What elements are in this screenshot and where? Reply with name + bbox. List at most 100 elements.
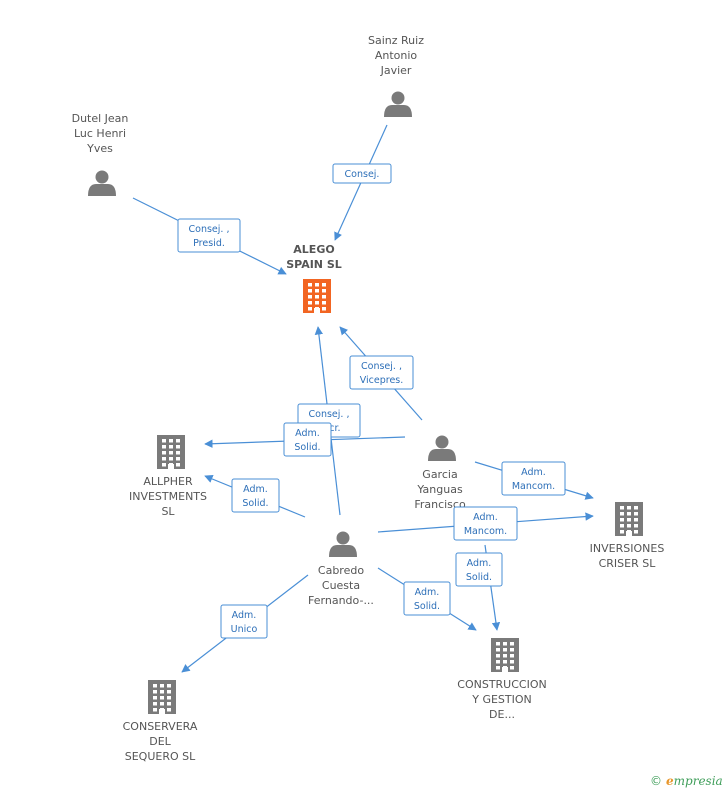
edge-label-box [349,355,414,390]
building-window [510,660,514,664]
node-label: ALLPHER [143,475,193,488]
edge-label-text: Adm. [521,467,546,478]
person-head [95,170,109,184]
building-window [315,283,319,287]
edge-label-garcia-construccion[interactable]: Adm.Solid. [455,552,503,587]
edge-label-text: Solid. [414,601,440,612]
building-window [167,708,171,712]
edge-label-cabredo-allpher[interactable]: Adm. Solid. [231,478,280,513]
building-window [169,457,173,461]
building-window [160,684,164,688]
edge-label-text: Adm. [243,484,268,495]
person-body [329,545,357,557]
node-label: Luc Henri [74,127,126,140]
building-door [159,709,165,714]
node-label: Fernando-... [308,594,374,607]
edge-label-box [403,581,451,616]
building-window [167,690,171,694]
building-window [160,690,164,694]
edge-label-box [501,461,566,496]
node-label: Y GESTION [471,693,532,706]
building-window [315,289,319,293]
building-window [496,642,500,646]
building-window [169,439,173,443]
node-label: Yanguas [416,483,463,496]
building-window [627,506,631,510]
empresia-watermark[interactable]: ©empresia [650,774,723,788]
building-window [167,684,171,688]
building-window [162,445,166,449]
building-icon [148,680,176,714]
building-window [176,457,180,461]
person-body [428,449,456,461]
node-label: Antonio [375,49,418,62]
building-window [153,690,157,694]
person-body [384,105,412,117]
edge-label-cabredo-construccion[interactable]: Adm.Solid. [403,581,451,616]
edge-label-text: Solid. [294,442,320,453]
copyright-symbol: © [650,774,662,788]
edge-label-garcia-inversiones[interactable]: Adm. Mancom. [501,461,566,496]
building-window [634,518,638,522]
building-window [308,295,312,299]
edge-label-text: Consej. [345,169,380,180]
building-window [176,463,180,467]
edge-label-text: Presid. [193,238,225,249]
building-window [167,696,171,700]
edge-label-text: Adm. [467,558,492,569]
building-window [496,666,500,670]
edge-label-garcia-alego[interactable]: Consej. ,Vicepres. [349,355,414,390]
edge-label-text: Vicepres. [360,375,404,386]
edge-label-text: Solid. [242,498,268,509]
building-window [503,642,507,646]
building-door [168,464,174,469]
node-cabredo[interactable]: CabredoCuestaFernando-... [308,531,374,608]
building-window [153,702,157,706]
building-window [322,301,326,305]
building-window [176,451,180,455]
node-label: Francisco [414,498,466,511]
building-window [503,654,507,658]
edge-label-cabredo-conservera[interactable]: Adm.Unico [220,604,268,639]
node-label: CRISER SL [599,557,657,570]
building-window [510,654,514,658]
node-label: Dutel Jean [72,112,129,125]
building-window [503,660,507,664]
person-body [88,184,116,196]
edge-label-cabredo-inversiones[interactable]: Adm.Mancom. [453,506,518,541]
building-window [496,660,500,664]
person-head [336,531,350,545]
building-icon [303,279,331,313]
building-window [308,283,312,287]
building-window [162,463,166,467]
edge-label-box [283,422,332,457]
building-window [308,307,312,311]
building-window [620,524,624,528]
building-window [496,648,500,652]
building-window [620,518,624,522]
edge-label-text: Adm. [473,512,498,523]
person-icon [329,531,357,557]
building-window [322,295,326,299]
building-window [162,439,166,443]
building-icon [491,638,519,672]
edge-label-garcia-allpher[interactable]: Adm.Solid. [283,422,332,457]
edge-label-text: Mancom. [512,481,555,492]
edge-label-box [220,604,268,639]
building-window [634,506,638,510]
edge-label-text: Consej. , [309,409,350,420]
node-label: Sainz Ruiz [368,34,424,47]
building-window [176,439,180,443]
brand-name: mpresia [673,774,723,788]
building-window [308,289,312,293]
edge-label-dutel-alego[interactable]: Consej. ,Presid. [177,218,241,253]
edge-label-sainz-alego[interactable]: Consej. [332,163,392,184]
